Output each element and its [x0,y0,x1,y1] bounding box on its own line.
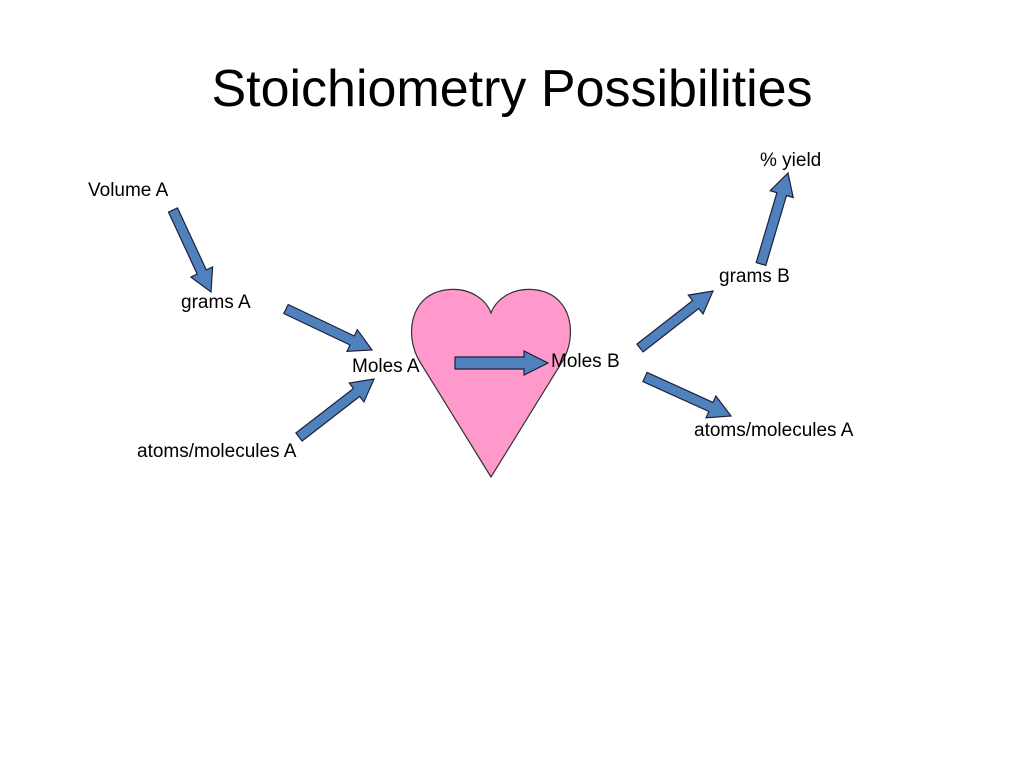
slide-title: Stoichiometry Possibilities [211,60,813,118]
label-grams-b: grams B [719,266,790,287]
arrow-grams-to-moles-a [282,303,374,353]
arrow-volume-to-grams-a [167,207,214,294]
arrow-grams-b-to-yield [755,171,794,267]
heart-shape [410,288,572,479]
label-percent-yield: % yield [760,150,822,171]
arrow-moles-b-to-grams-b [636,290,714,353]
label-volume-a: Volume A [88,180,169,201]
arrow-atoms-to-moles-a [295,378,375,442]
label-moles-a: Moles A [352,356,420,377]
arrow-moles-b-to-atoms-b [642,371,733,419]
label-grams-a: grams A [181,292,251,313]
arrow-moles-a-to-moles-b [454,350,550,376]
arrow-group [167,171,794,442]
label-moles-b: Moles B [551,351,620,372]
label-atoms-molecules-a-right: atoms/molecules A [694,420,854,441]
label-atoms-molecules-a-left: atoms/molecules A [137,441,297,462]
